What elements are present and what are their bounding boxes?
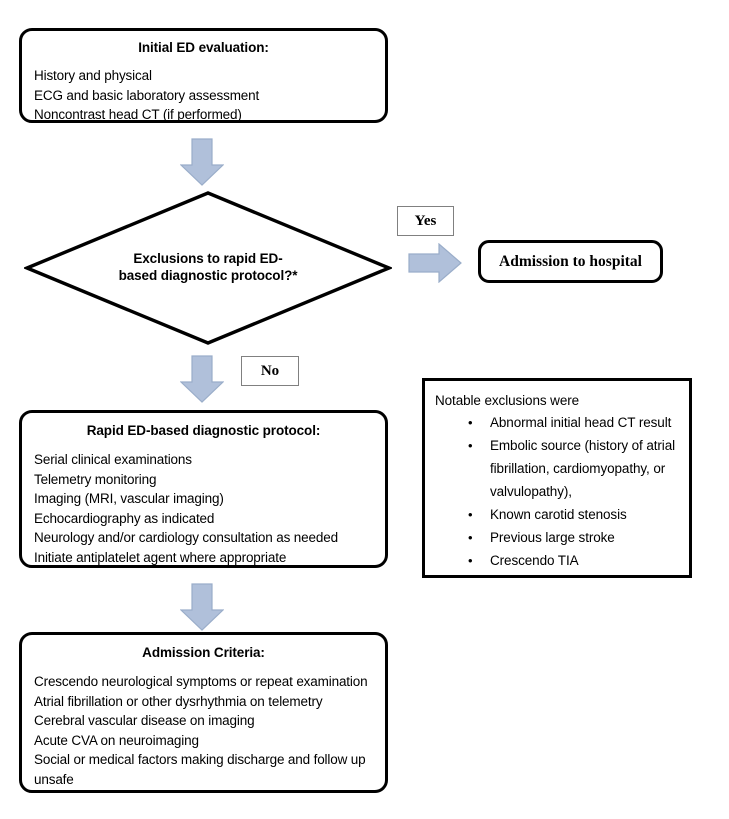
list-item: Initiate antiplatelet agent where approp… <box>34 549 287 565</box>
branch-label-yes-text: Yes <box>414 212 437 229</box>
admission-criteria-box: Admission Criteria: Crescendo neurologic… <box>19 632 388 793</box>
initial-ed-evaluation-lines: History and physical ECG and basic labor… <box>34 66 373 125</box>
list-item-text: Known carotid stenosis <box>490 507 627 522</box>
bullet-icon: • <box>468 415 473 430</box>
arrow-down-to-decision-icon <box>180 138 224 186</box>
decision-diamond: Exclusions to rapid ED- based diagnostic… <box>24 190 392 346</box>
list-item: Telemetry monitoring <box>34 471 157 487</box>
list-item: • Crescendo TIA <box>435 549 677 572</box>
rapid-protocol-title: Rapid ED-based diagnostic protocol: <box>86 423 321 438</box>
list-item: Noncontrast head CT (if performed) <box>34 107 242 123</box>
rapid-protocol-box: Rapid ED-based diagnostic protocol: Seri… <box>19 410 388 568</box>
notable-exclusions-list: • Abnormal initial head CT result • Embo… <box>435 411 677 572</box>
list-item: Acute CVA on neuroimaging <box>34 732 199 748</box>
admission-criteria-lines: Crescendo neurological symptoms or repea… <box>34 672 373 790</box>
initial-ed-evaluation-title: Initial ED evaluation: <box>138 40 269 55</box>
rapid-protocol-lines: Serial clinical examinations Telemetry m… <box>34 450 373 568</box>
branch-label-yes: Yes <box>397 206 454 236</box>
list-item: • Previous large stroke <box>435 526 677 549</box>
list-item: Neurology and/or cardiology consultation… <box>34 530 338 546</box>
list-item: Imaging (MRI, vascular imaging) <box>34 491 224 507</box>
bullet-icon: • <box>468 438 473 453</box>
bullet-icon: • <box>468 530 473 545</box>
list-item: • Known carotid stenosis <box>435 503 677 526</box>
list-item: Echocardiography as indicated <box>34 510 215 526</box>
branch-label-no: No <box>241 356 299 386</box>
list-item: ECG and basic laboratory assessment <box>34 87 260 103</box>
list-item: Serial clinical examinations <box>34 452 192 467</box>
list-item: Social or medical factors making dischar… <box>34 752 370 787</box>
notable-exclusions-box: Notable exclusions were • Abnormal initi… <box>422 378 692 578</box>
decision-diamond-text: Exclusions to rapid ED- based diagnostic… <box>24 250 392 284</box>
decision-line-1: Exclusions to rapid ED- <box>133 251 283 266</box>
admission-criteria-title: Admission Criteria: <box>142 645 265 660</box>
list-item: • Embolic source (history of atrial fibr… <box>435 434 677 503</box>
list-item-text: Previous large stroke <box>490 530 615 545</box>
list-item: History and physical <box>34 68 152 83</box>
list-item: Crescendo neurological symptoms or repea… <box>34 674 368 689</box>
list-item-text: Embolic source (history of atrial fibril… <box>490 438 676 499</box>
bullet-icon: • <box>468 553 473 568</box>
branch-label-no-text: No <box>260 362 280 379</box>
decision-line-2: based diagnostic protocol?* <box>118 268 298 283</box>
initial-ed-evaluation-box: Initial ED evaluation: History and physi… <box>19 28 388 123</box>
admission-to-hospital-label: Admission to hospital <box>499 252 642 270</box>
list-item-text: Abnormal initial head CT result <box>490 415 672 430</box>
list-item: Atrial fibrillation or other dysrhythmia… <box>34 693 323 709</box>
list-item: • Abnormal initial head CT result <box>435 411 677 434</box>
list-item: Cerebral vascular disease on imaging <box>34 713 255 729</box>
arrow-down-to-protocol-icon <box>180 355 224 403</box>
admission-to-hospital-box: Admission to hospital <box>478 240 663 283</box>
arrow-right-to-admission-icon <box>408 243 462 283</box>
notable-exclusions-heading: Notable exclusions were <box>435 393 580 408</box>
list-item-text: Crescendo TIA <box>490 553 579 568</box>
bullet-icon: • <box>468 507 473 522</box>
arrow-down-to-criteria-icon <box>180 583 224 631</box>
